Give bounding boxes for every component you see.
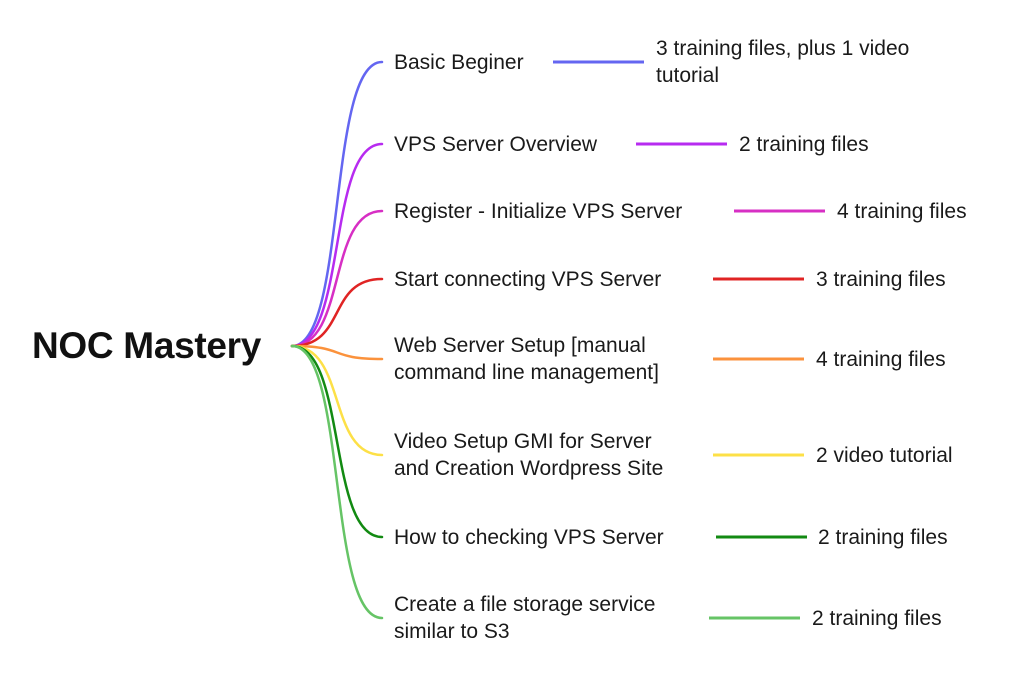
detail-node[interactable]: 2 video tutorial [816, 442, 953, 469]
detail-node[interactable]: 2 training files [812, 605, 942, 632]
detail-text-line: 4 training files [816, 348, 946, 371]
detail-node[interactable]: 4 training files [837, 198, 967, 225]
topic-node[interactable]: Video Setup GMI for Server and Creation W… [394, 428, 663, 482]
topic-text-line: Basic Beginer [394, 50, 524, 74]
detail-node[interactable]: 2 training files [739, 131, 869, 158]
topic-text-line: How to checking VPS Server [394, 525, 664, 549]
topic-node[interactable]: Create a file storage service similar to … [394, 591, 655, 645]
detail-node[interactable]: 3 training files, plus 1 video tutorial [656, 35, 909, 89]
detail-text-line: 2 training files [818, 526, 948, 549]
branch-connector [290, 60, 384, 348]
topic-text-line: similar to S3 [394, 620, 510, 643]
branch-connector [290, 344, 384, 620]
detail-text-line: 3 training files [816, 268, 946, 291]
topic-text-line: command line management] [394, 361, 659, 384]
topic-node[interactable]: Register - Initialize VPS Server [394, 198, 682, 225]
branch-connector [290, 344, 384, 361]
topic-node[interactable]: Basic Beginer [394, 49, 524, 76]
detail-text-line: tutorial [656, 64, 720, 87]
topic-text-line: Web Server Setup [manual [394, 334, 646, 357]
branch-connector [290, 277, 384, 348]
topic-text-line: VPS Server Overview [394, 132, 598, 156]
branch-connector [290, 344, 384, 457]
topic-node[interactable]: Web Server Setup [manual command line man… [394, 332, 659, 386]
detail-node[interactable]: 4 training files [816, 346, 946, 373]
topic-text-line: and Creation Wordpress Site [394, 457, 664, 480]
detail-text-line: 4 training files [837, 200, 967, 223]
topic-text-line: Start connecting VPS Server [394, 267, 662, 291]
detail-text-line: 3 training files, plus 1 video [656, 37, 910, 60]
topic-node[interactable]: Start connecting VPS Server [394, 266, 661, 293]
detail-node[interactable]: 2 training files [818, 524, 948, 551]
detail-node[interactable]: 3 training files [816, 266, 946, 293]
root-topic[interactable]: NOC Mastery [32, 325, 262, 366]
topic-text-line: Video Setup GMI for Server [394, 430, 652, 453]
topic-node[interactable]: How to checking VPS Server [394, 524, 664, 551]
topic-text-line: Register - Initialize VPS Server [394, 199, 683, 223]
detail-text-line: 2 video tutorial [816, 444, 953, 467]
branch-connector [290, 142, 384, 348]
branch-connector [290, 344, 384, 539]
topic-text-line: Create a file storage service [394, 593, 656, 616]
detail-text-line: 2 training files [812, 607, 942, 630]
detail-text-line: 2 training files [739, 133, 869, 156]
branch-connector [290, 209, 384, 348]
topic-node[interactable]: VPS Server Overview [394, 131, 597, 158]
